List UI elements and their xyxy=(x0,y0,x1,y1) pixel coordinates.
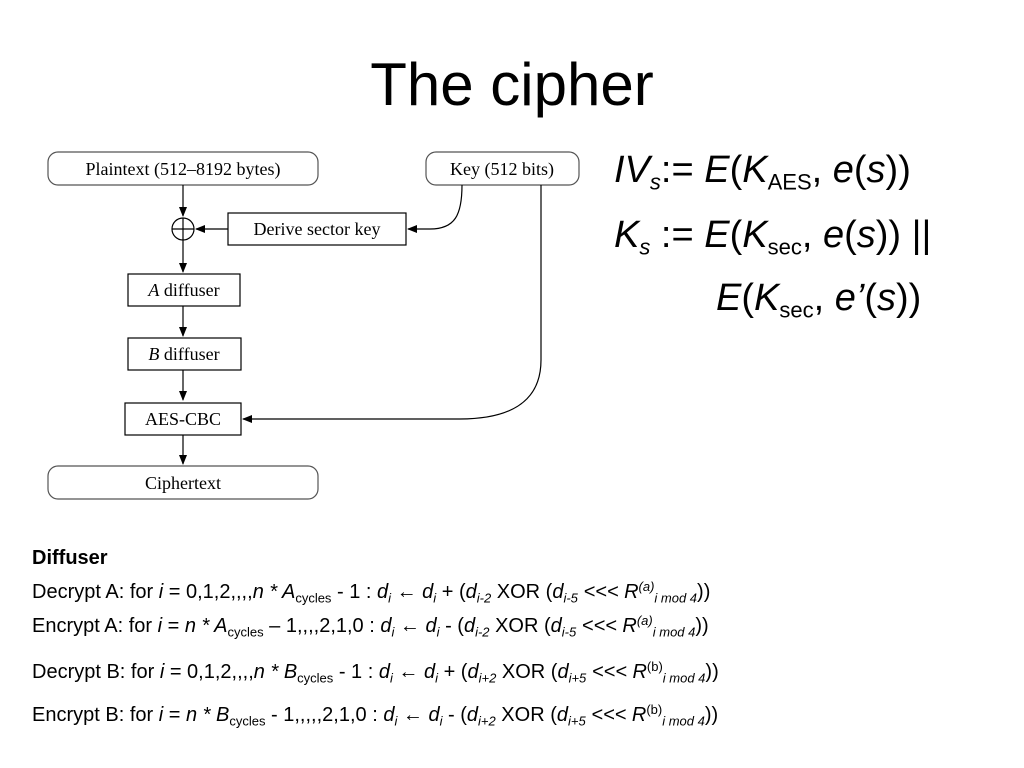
diffuser-line-decrypt-b: Decrypt B: for i = 0,1,2,,,,n * Bcycles … xyxy=(32,658,719,686)
a-diffuser-letter: A xyxy=(147,280,160,300)
arrow-key-to-aes xyxy=(242,185,542,423)
key-box xyxy=(425,151,580,186)
diffuser-line-decrypt-a: Decrypt A: for i = 0,1,2,,,,n * Acycles … xyxy=(32,578,711,606)
key-label: Key (512 bits) xyxy=(450,159,554,180)
ciphertext-label: Ciphertext xyxy=(145,473,221,493)
arrow-key-to-derive xyxy=(407,184,463,233)
a-diffuser-box xyxy=(127,273,241,307)
b-diffuser-word: diffuser xyxy=(159,344,219,364)
ciphertext-box xyxy=(47,465,319,500)
diffuser-line-encrypt-b: Encrypt B: for i = n * Bcycles - 1,,,,,2… xyxy=(32,701,719,729)
plaintext-label: Plaintext (512–8192 bytes) xyxy=(86,159,281,180)
a-diffuser-word: diffuser xyxy=(159,280,219,300)
iv-equation: IVs:= E(KAES, e(s)) xyxy=(614,149,911,195)
b-diffuser-label: B diffuser xyxy=(148,344,219,364)
b-diffuser-box xyxy=(127,337,242,371)
xor-symbol xyxy=(171,217,195,241)
b-diffuser-letter: B xyxy=(148,344,159,364)
aes-cbc-label: AES-CBC xyxy=(145,409,221,429)
a-diffuser-label: A diffuser xyxy=(147,280,219,300)
ks-equation-continuation: E(Ksec, e’(s)) xyxy=(716,277,922,323)
diffuser-heading: Diffuser xyxy=(32,547,108,569)
ks-equation: Ks := E(Ksec, e(s)) || xyxy=(614,214,932,260)
derive-sector-key-label: Derive sector key xyxy=(254,219,381,239)
diffuser-line-encrypt-a: Encrypt A: for i = n * Acycles – 1,,,,2,… xyxy=(32,612,709,640)
slide-title: The cipher xyxy=(370,51,654,118)
